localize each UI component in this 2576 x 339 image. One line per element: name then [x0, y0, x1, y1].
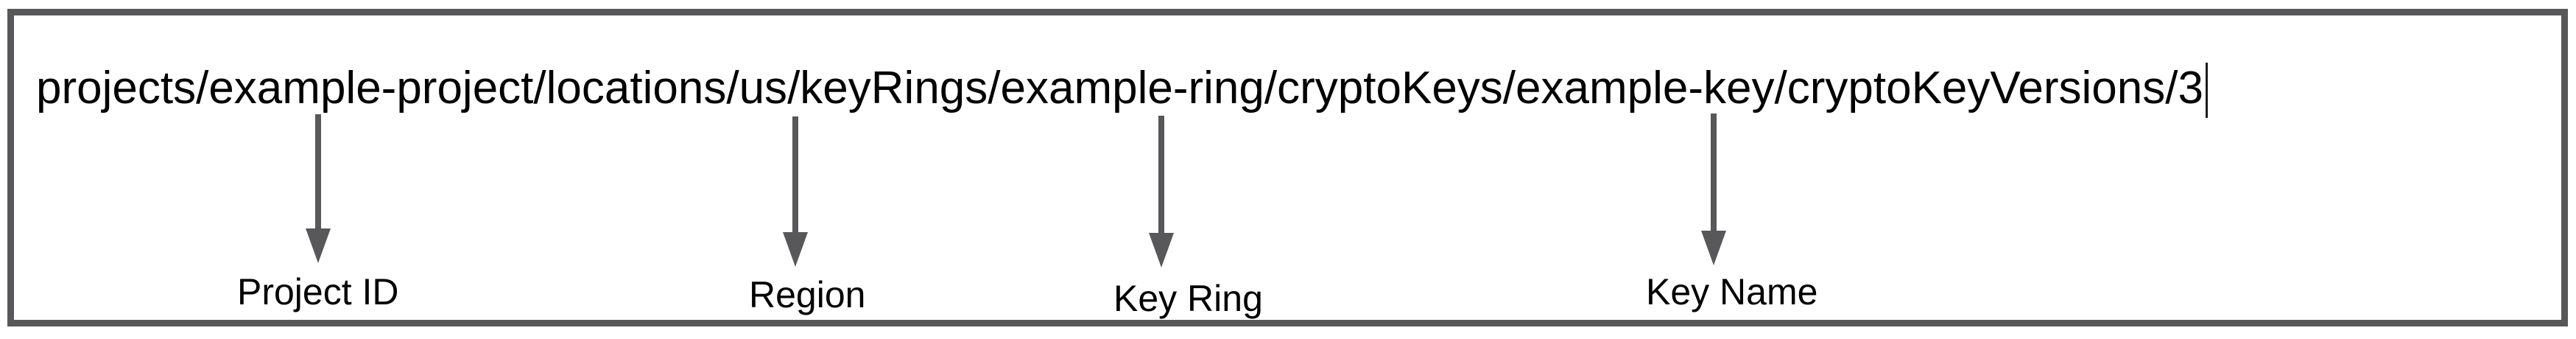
- path-segment-region[interactable]: us: [739, 63, 788, 113]
- path-segment-key-name[interactable]: example-key: [1516, 63, 1775, 113]
- path-segment-locations-prefix[interactable]: /locations/: [533, 63, 739, 113]
- path-segment-project-id[interactable]: example-project: [208, 63, 534, 113]
- region-label: Region: [749, 274, 866, 315]
- key-ring-label: Key Ring: [1113, 278, 1263, 319]
- path-segment-key-ring[interactable]: example-ring: [1000, 63, 1264, 113]
- resource-path-field[interactable]: projects/example-project/locations/us/ke…: [7, 9, 2568, 326]
- key-name-arrow: [1701, 113, 1726, 265]
- project-id-label: Project ID: [237, 271, 399, 312]
- text-cursor: [2205, 63, 2208, 118]
- path-segment-cryptokeys-prefix[interactable]: /cryptoKeys/: [1264, 63, 1516, 113]
- path-segment-version-number[interactable]: 3: [2178, 63, 2203, 113]
- project-id-arrow: [306, 114, 331, 263]
- key-ring-arrow: [1149, 116, 1174, 268]
- resource-path-text[interactable]: projects/example-project/locations/us/ke…: [36, 63, 2208, 118]
- region-arrow: [783, 116, 808, 267]
- key-name-label: Key Name: [1646, 271, 1818, 312]
- path-segment-projects-prefix[interactable]: projects/: [36, 63, 209, 113]
- path-segment-keyrings-prefix[interactable]: /keyRings/: [787, 63, 1001, 113]
- path-segment-cryptokeyversions-prefix[interactable]: /cryptoKeyVersions/: [1774, 63, 2178, 113]
